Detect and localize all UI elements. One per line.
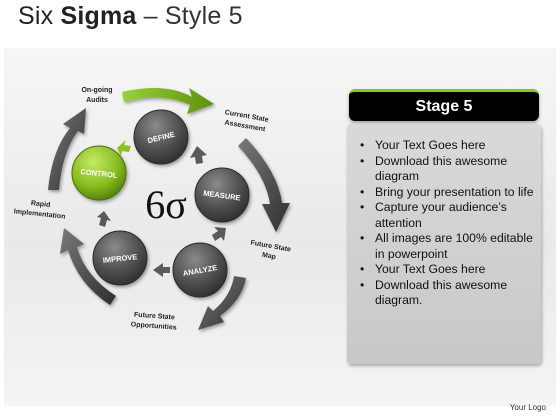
slide-title: Six Sigma – Style 5 [18, 2, 243, 31]
measure-circle: MEASURE [194, 167, 250, 223]
list-item: Capture your audience’s attention [358, 200, 534, 231]
label-rapid-1: Rapid [31, 200, 51, 209]
label-ongoing-2: Audits [86, 97, 108, 104]
define-circle: DEFINE [133, 109, 189, 165]
arrow-control-to-define-icon [117, 140, 131, 156]
list-item: All images are 100% editable in powerpoi… [358, 231, 534, 262]
improve-label: IMPROVE [102, 252, 137, 265]
title-style: – Style 5 [136, 2, 243, 30]
list-item: Bring your presentation to life [358, 185, 534, 201]
label-rapid-2: Implementation [13, 208, 65, 220]
list-item: Your Text Goes here [358, 138, 534, 154]
stage-bullet-list: Your Text Goes here Download this awesom… [358, 138, 534, 309]
arrow-rapid-to-ongoing-icon [48, 108, 86, 190]
title-six: Six [18, 2, 61, 30]
arrow-current-to-future-map-icon [238, 138, 290, 232]
arrow-future-map-to-opportunities-icon [198, 276, 246, 330]
footer-logo-text: Your Logo [509, 403, 546, 412]
arrow-improve-to-control-icon [97, 211, 111, 227]
list-item: Download this awesome diagram. [358, 278, 534, 309]
arrow-measure-to-analyze-icon [212, 227, 226, 241]
analyze-circle: ANALYZE [172, 242, 228, 298]
label-future-map-2: Map [261, 252, 276, 261]
label-future-opp-2: Opportunities [131, 321, 177, 331]
list-item: Your Text Goes here [358, 262, 534, 278]
label-ongoing-1: On-going [81, 87, 112, 94]
arrow-define-to-measure-icon [190, 146, 207, 164]
six-sigma-symbol: 6σ [145, 182, 187, 227]
list-item: Download this awesome diagram [358, 154, 534, 185]
label-future-map-1: Future State [250, 240, 292, 254]
label-future-opp-1: Future State [134, 312, 175, 322]
arrow-opportunities-to-rapid-icon [60, 228, 116, 305]
arrow-analyze-to-improve-icon [153, 263, 170, 277]
control-label: CONTROL [80, 167, 118, 180]
arrow-ongoing-to-current-icon [122, 88, 214, 114]
improve-circle: IMPROVE [92, 230, 148, 286]
control-circle: CONTROL [71, 145, 127, 201]
title-sigma: Sigma [60, 2, 137, 30]
stage-heading: Stage 5 [349, 89, 539, 121]
